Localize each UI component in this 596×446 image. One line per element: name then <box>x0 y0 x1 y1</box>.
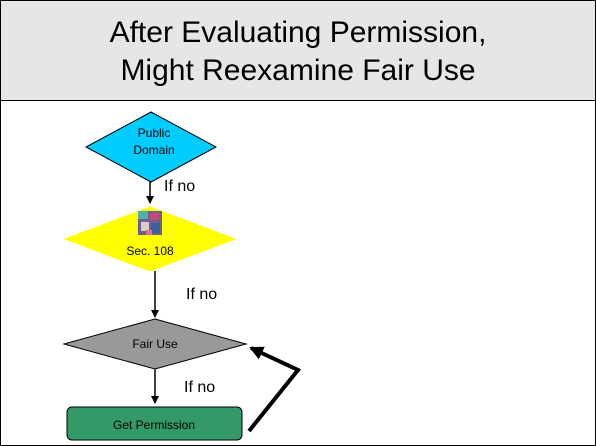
public-domain-label-line-2: Domain <box>133 143 174 157</box>
fair-use-node: Fair Use <box>62 318 248 370</box>
edge-get-permission-to-fair-use <box>247 346 302 433</box>
public-domain-node: Public Domain <box>84 111 218 183</box>
get-permission-label: Get Permission <box>113 418 195 432</box>
edge-label-if-no: If no <box>186 286 217 303</box>
sec-108-diamond <box>63 206 237 272</box>
edge-label-if-no: If no <box>184 379 215 396</box>
edge-label-if-no: If no <box>164 178 195 195</box>
slide-title-line-1: After Evaluating Permission, <box>109 16 487 49</box>
public-domain-label-line-1: Public <box>138 126 171 140</box>
get-permission-node: Get Permission <box>66 406 243 441</box>
edge-sec-108-to-fair-use: If no <box>151 271 217 318</box>
public-domain-diamond <box>84 111 218 183</box>
get-permission-box <box>66 406 243 441</box>
sec-108-label: Sec. 108 <box>126 244 174 258</box>
edge-fair-use-to-get-permission: If no <box>151 369 215 404</box>
edge-public-domain-to-sec-108: If no <box>146 178 195 204</box>
slide-title-line-2: Might Reexamine Fair Use <box>120 54 476 87</box>
title-bar: After Evaluating Permission, Might Reexa… <box>1 1 595 101</box>
library-image-icon <box>138 211 162 235</box>
feedback-arrow <box>247 346 302 433</box>
fair-use-label: Fair Use <box>132 337 178 351</box>
sec-108-node: Sec. 108 <box>63 206 237 272</box>
